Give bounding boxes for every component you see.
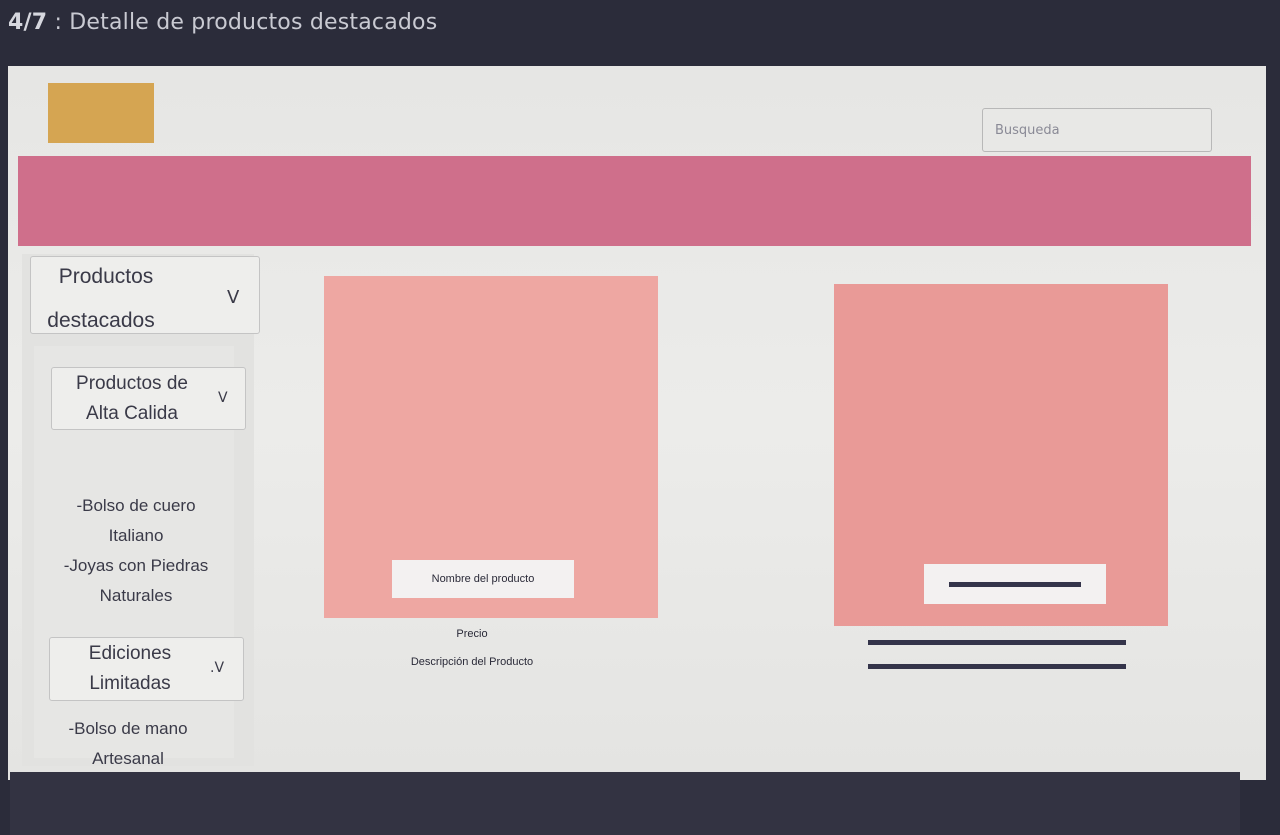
slide-separator: : <box>47 10 70 35</box>
footer <box>10 772 1240 835</box>
dropdown-label-line2: Limitadas <box>89 673 171 694</box>
high-quality-products-dropdown[interactable]: Productos de Alta Calida V <box>51 367 246 430</box>
list-item[interactable]: Artesanal <box>92 749 164 768</box>
list-item[interactable]: -Bolso de mano <box>68 719 188 738</box>
chevron-down-icon[interactable]: .V <box>210 660 225 676</box>
dropdown-label-line1: Productos <box>58 265 154 288</box>
limited-editions-dropdown[interactable]: Ediciones Limitadas .V <box>49 637 244 701</box>
wireframe-page: Productos destacados V Productos de Alta… <box>8 66 1266 780</box>
description-placeholder-line <box>868 664 1126 669</box>
list-item[interactable]: -Bolso de cuero <box>76 496 196 515</box>
logo[interactable] <box>48 83 154 143</box>
banner <box>18 156 1251 246</box>
search-input[interactable] <box>982 108 1212 152</box>
product-description: Descripción del Producto <box>410 656 534 668</box>
featured-products-dropdown[interactable]: Productos destacados V <box>30 256 260 334</box>
price-placeholder-line <box>868 640 1126 645</box>
chevron-down-icon[interactable]: V <box>218 390 228 406</box>
list-item[interactable]: -Joyas con Piedras <box>63 556 209 575</box>
dropdown-label-line2: Alta Calida <box>86 403 178 424</box>
sidebar: Productos destacados V Productos de Alta… <box>22 254 260 768</box>
product-name: Nombre del producto <box>392 560 574 598</box>
slide-title-text: Detalle de productos destacados <box>69 10 438 35</box>
list-item[interactable]: Naturales <box>99 586 173 605</box>
list-item[interactable]: Italiano <box>108 526 164 545</box>
dropdown-label-line1: Ediciones <box>88 643 172 664</box>
slide-step: 4/7 <box>8 10 48 35</box>
product-name-placeholder <box>924 564 1106 604</box>
dropdown-label-line2: destacados <box>47 309 155 332</box>
placeholder-line <box>949 581 1081 587</box>
product-price: Precio <box>456 628 488 640</box>
chevron-down-icon[interactable]: V <box>227 287 240 308</box>
dropdown-label-line1: Productos de <box>76 373 188 394</box>
slide-title: 4/7 : Detalle de productos destacados <box>8 10 437 35</box>
